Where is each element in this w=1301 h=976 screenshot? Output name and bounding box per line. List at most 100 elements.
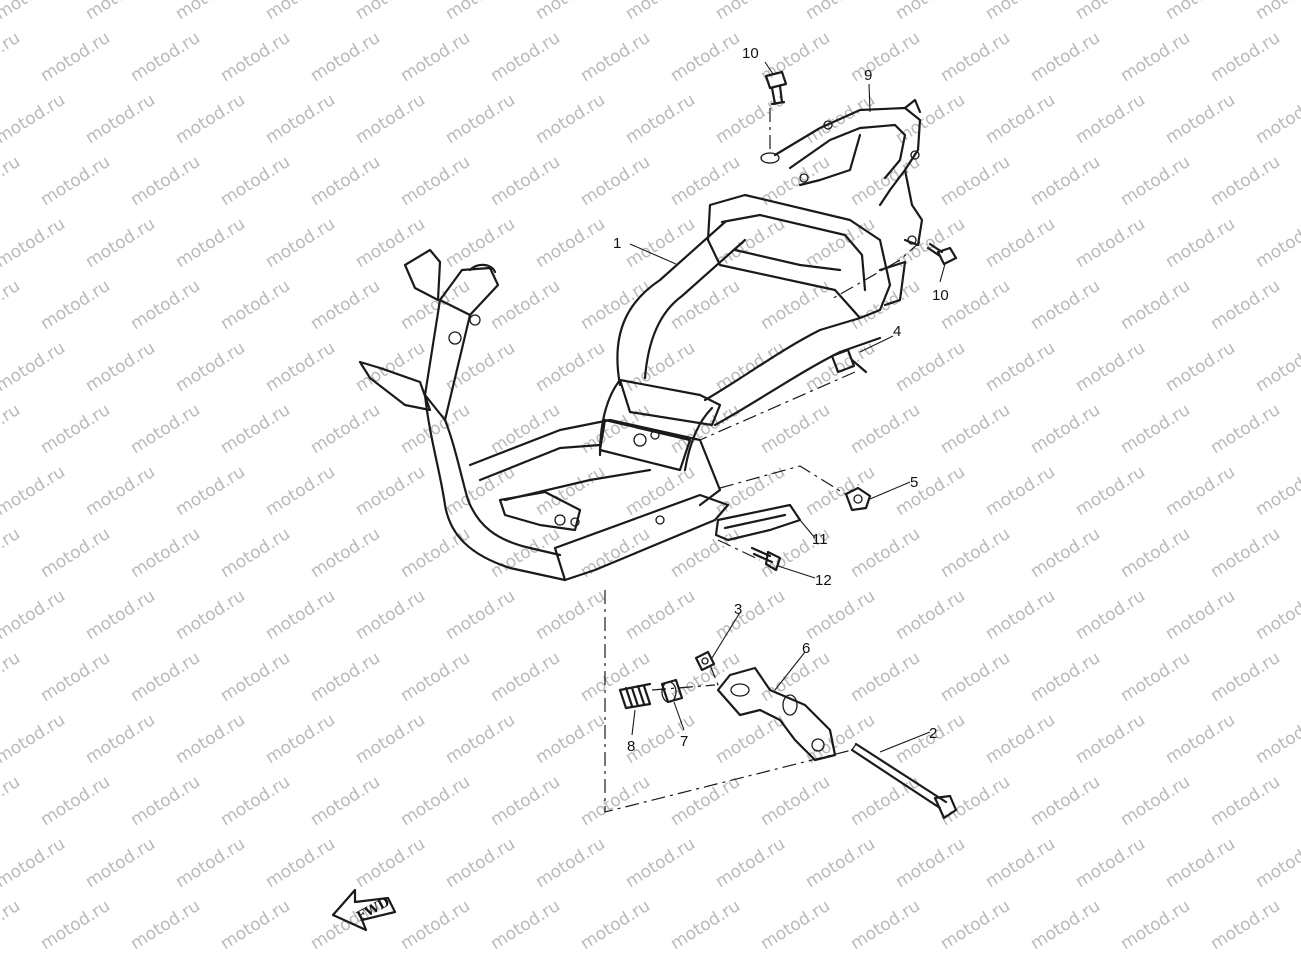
leader-lines (629, 61, 946, 753)
watermark-text: motod.ru (307, 648, 384, 706)
watermark-text: motod.ru (217, 896, 294, 954)
watermark-text: motod.ru (757, 400, 834, 458)
watermark-text: motod.ru (577, 152, 654, 210)
watermark-text: motod.ru (487, 648, 564, 706)
watermark-text: motod.ru (667, 400, 744, 458)
watermark-text: motod.ru (1117, 28, 1194, 86)
watermark-text: motod.ru (667, 524, 744, 582)
watermark-text: motod.ru (127, 28, 204, 86)
rear-bracket (773, 98, 924, 247)
watermark-text: motod.ru (937, 152, 1014, 210)
watermark-text: motod.ru (217, 152, 294, 210)
watermark-text: motod.ru (577, 276, 654, 334)
watermark-text: motod.ru (712, 0, 789, 24)
watermark-text: motod.ru (1297, 772, 1301, 830)
watermark-text: motod.ru (982, 834, 1059, 892)
watermark-text: motod.ru (397, 896, 474, 954)
watermark-text: motod.ru (172, 214, 249, 272)
watermark-text: motod.ru (1072, 214, 1149, 272)
watermark-text: motod.ru (1297, 152, 1301, 210)
watermark-text: motod.ru (37, 896, 114, 954)
watermark-text: motod.ru (1117, 648, 1194, 706)
watermark-text: motod.ru (127, 400, 204, 458)
watermark-text: motod.ru (0, 338, 69, 396)
watermark-text: motod.ru (1207, 28, 1284, 86)
assembly-lines (604, 108, 921, 813)
watermark-text: motod.ru (1207, 152, 1284, 210)
collar-7 (660, 678, 684, 704)
watermark-text: motod.ru (1072, 834, 1149, 892)
watermark-text: motod.ru (0, 896, 24, 954)
watermark-text: motod.ru (0, 152, 24, 210)
watermark-text: motod.ru (712, 834, 789, 892)
watermark-text: motod.ru (937, 524, 1014, 582)
watermark-text: motod.ru (1297, 400, 1301, 458)
watermark-text: motod.ru (217, 276, 294, 334)
watermark-text: motod.ru (1027, 276, 1104, 334)
watermark-text: motod.ru (577, 524, 654, 582)
watermark-text: motod.ru (1027, 896, 1104, 954)
watermark-text: motod.ru (847, 896, 924, 954)
watermark-text: motod.ru (172, 338, 249, 396)
watermark-text: motod.ru (622, 834, 699, 892)
watermark-text: motod.ru (0, 0, 69, 24)
watermark-text: motod.ru (1072, 710, 1149, 768)
watermark-text: motod.ru (307, 524, 384, 582)
watermark-text: motod.ru (1117, 276, 1194, 334)
watermark-text: motod.ru (892, 338, 969, 396)
watermark-text: motod.ru (37, 648, 114, 706)
spring-8 (618, 682, 652, 710)
watermark-text: motod.ru (1162, 834, 1239, 892)
watermark-text: motod.ru (127, 152, 204, 210)
watermark-text: motod.ru (307, 772, 384, 830)
watermark-text: motod.ru (82, 214, 159, 272)
watermark-text: motod.ru (0, 834, 69, 892)
watermark-text: motod.ru (172, 586, 249, 644)
bolt-10-top (760, 70, 788, 164)
watermark-text: motod.ru (352, 710, 429, 768)
watermark-text: motod.ru (892, 0, 969, 24)
watermark-text: motod.ru (262, 462, 339, 520)
watermark-text: motod.ru (1162, 586, 1239, 644)
watermark-text: motod.ru (1027, 648, 1104, 706)
callout-12: 12 (815, 572, 832, 589)
watermark-text: motod.ru (892, 586, 969, 644)
callout-1: 1 (613, 235, 621, 252)
watermark-text: motod.ru (442, 462, 519, 520)
watermark-text: motod.ru (1117, 400, 1194, 458)
watermark-text: motod.ru (442, 834, 519, 892)
callout-10-right: 10 (932, 287, 949, 304)
watermark-text: motod.ru (217, 28, 294, 86)
watermark-text: motod.ru (982, 710, 1059, 768)
callout-5: 5 (910, 474, 918, 491)
watermark-text: motod.ru (352, 834, 429, 892)
watermark-text: motod.ru (1072, 338, 1149, 396)
watermark-text: motod.ru (1162, 0, 1239, 24)
watermark-text: motod.ru (802, 462, 879, 520)
watermark-text: motod.ru (667, 648, 744, 706)
watermark-text: motod.ru (172, 834, 249, 892)
watermark-text: motod.ru (847, 524, 924, 582)
watermark-text: motod.ru (982, 0, 1059, 24)
watermark-text: motod.ru (532, 834, 609, 892)
callout-6: 6 (802, 640, 810, 657)
watermark-text: motod.ru (82, 338, 159, 396)
watermark-text: motod.ru (1297, 648, 1301, 706)
watermark-text: motod.ru (667, 896, 744, 954)
nut-3 (694, 650, 716, 672)
watermark-text: motod.ru (1252, 0, 1301, 24)
watermark-text: motod.ru (1207, 772, 1284, 830)
watermark-text: motod.ru (667, 772, 744, 830)
watermark-text: motod.ru (892, 834, 969, 892)
watermark-text: motod.ru (37, 400, 114, 458)
watermark-text: motod.ru (532, 710, 609, 768)
watermark-text: motod.ru (532, 0, 609, 24)
watermark-text: motod.ru (127, 896, 204, 954)
long-bolt-2 (850, 742, 958, 820)
watermark-text: motod.ru (0, 400, 24, 458)
watermark-text: motod.ru (1162, 710, 1239, 768)
watermark-text: motod.ru (0, 648, 24, 706)
watermark-text: motod.ru (217, 648, 294, 706)
